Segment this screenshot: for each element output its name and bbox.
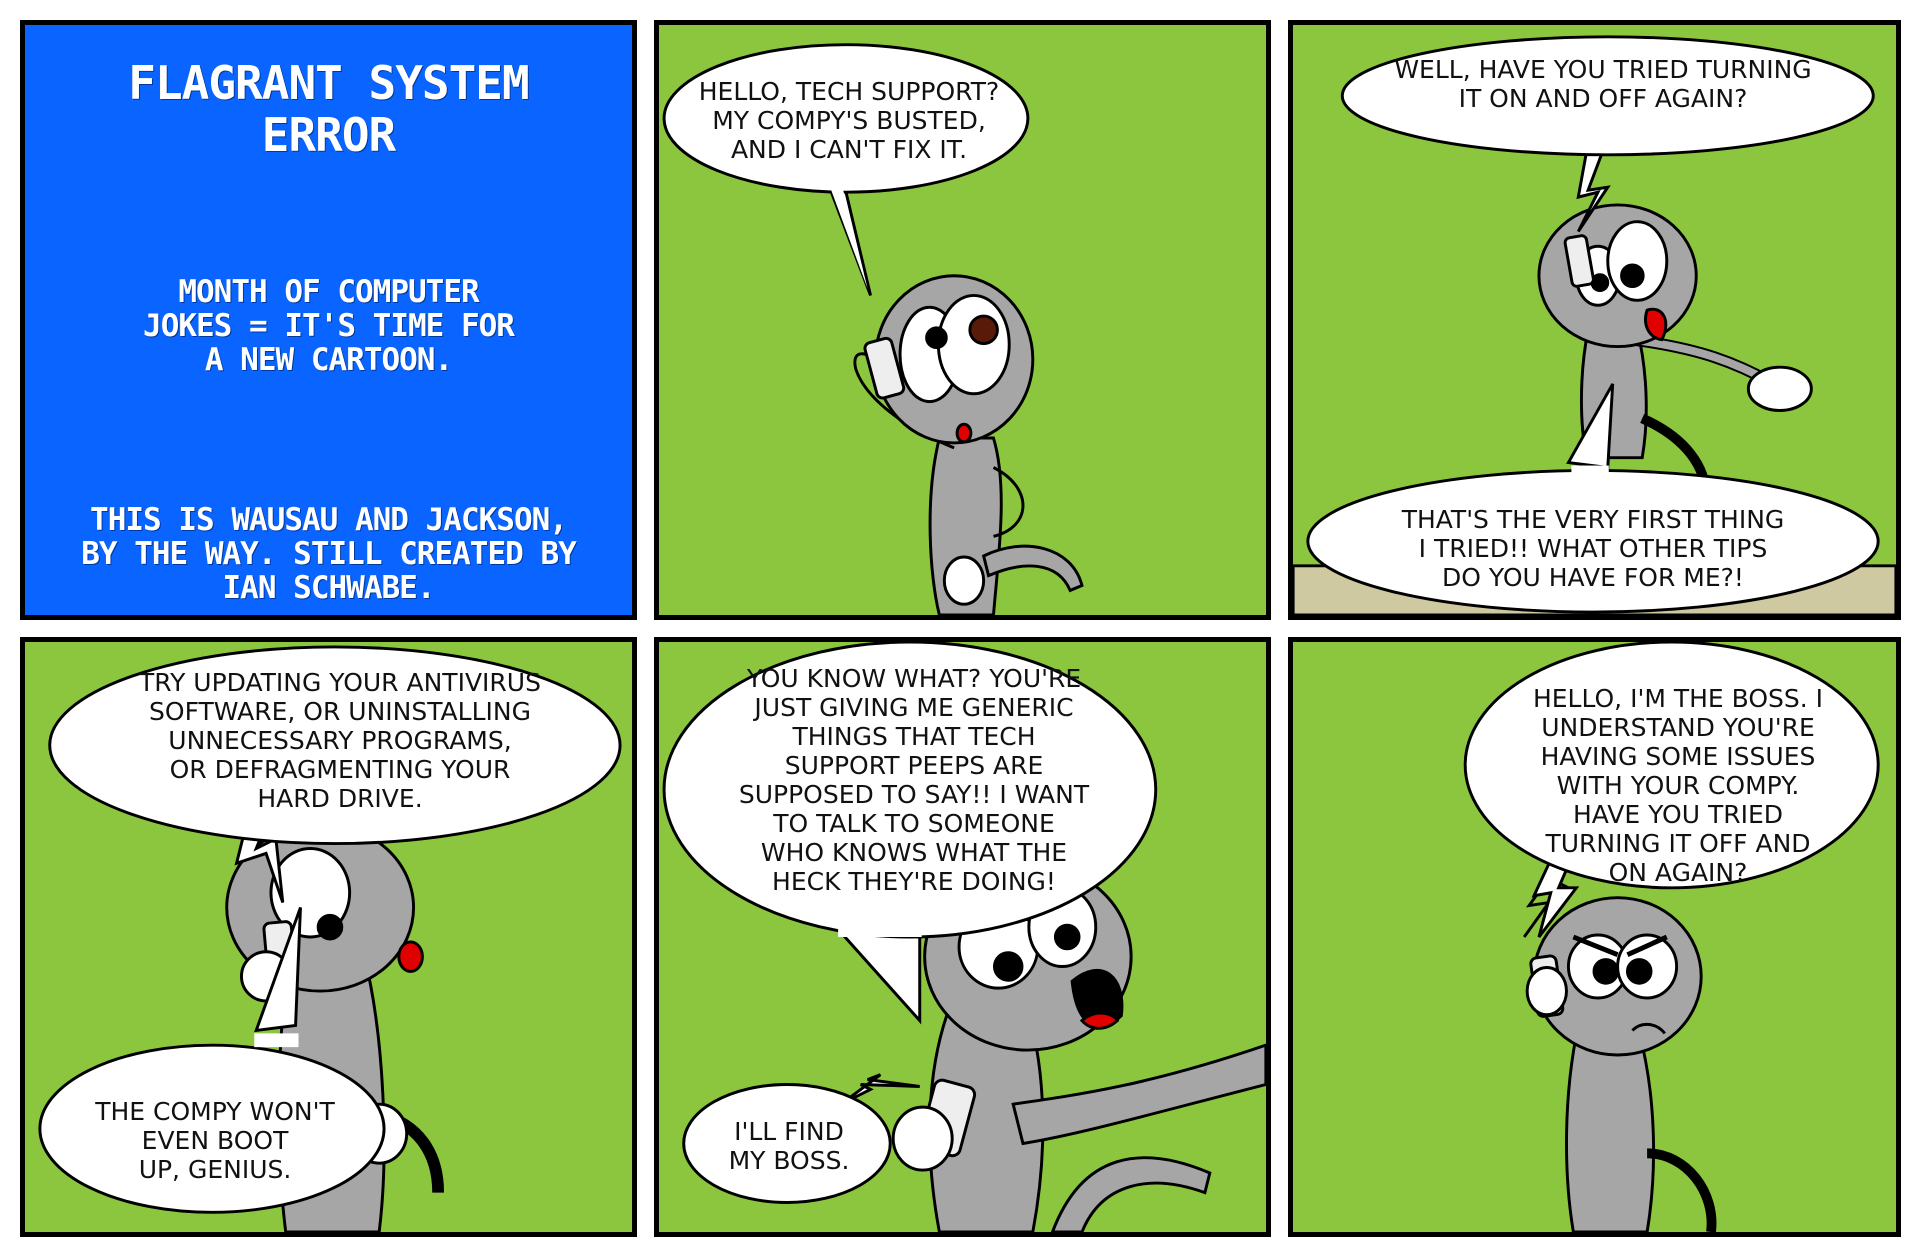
panel-2: HELLO, TECH SUPPORT? MY COMPY'S BUSTED, … — [654, 20, 1271, 620]
panel-3-art — [1293, 35, 1896, 615]
panel-5: YOU KNOW WHAT? YOU'RE JUST GIVING ME GEN… — [654, 637, 1271, 1237]
speech-bubble-caller-reply: THE COMPY WON'T EVEN BOOT UP, GENIUS. — [95, 1097, 335, 1184]
panel-1-title-card: FLAGRANT SYSTEM ERROR MONTH OF COMPUTER … — [20, 20, 637, 620]
boss-character — [1525, 896, 1717, 1232]
panel-2-art — [662, 43, 1084, 615]
speech-bubble-caller-reply: THAT'S THE VERY FIRST THING I TRIED!! WH… — [1401, 505, 1785, 592]
speech-bubble-caller: HELLO, TECH SUPPORT? MY COMPY'S BUSTED, … — [698, 77, 1000, 164]
panel-4: TRY UPDATING YOUR ANTIVIRUS SOFTWARE, OR… — [20, 637, 637, 1237]
speech-bubble-find-boss: I'LL FIND MY BOSS. — [728, 1117, 850, 1175]
speech-bubble-tech-support: WELL, HAVE YOU TRIED TURNING IT ON AND O… — [1394, 55, 1812, 113]
panel-6-art — [1463, 642, 1880, 1232]
panel-3: WELL, HAVE YOU TRIED TURNING IT ON AND O… — [1288, 20, 1901, 620]
comic-title: FLAGRANT SYSTEM ERROR — [128, 56, 529, 162]
panel-5-art — [662, 642, 1266, 1232]
panel-4-art — [38, 645, 622, 1232]
speech-bubble-caller-angry: YOU KNOW WHAT? YOU'RE JUST GIVING ME GEN… — [738, 664, 1090, 896]
intro-note: MONTH OF COMPUTER JOKES = IT'S TIME FOR … — [143, 274, 515, 378]
speech-bubble-boss: HELLO, I'M THE BOSS. I UNDERSTAND YOU'RE… — [1532, 684, 1824, 887]
panel-6: HELLO, I'M THE BOSS. I UNDERSTAND YOU'RE… — [1288, 637, 1901, 1237]
wausau-character — [853, 274, 1084, 615]
speech-bubble-tech-support: TRY UPDATING YOUR ANTIVIRUS SOFTWARE, OR… — [139, 668, 541, 813]
credit-text: THIS IS WAUSAU AND JACKSON, BY THE WAY. … — [81, 502, 577, 606]
